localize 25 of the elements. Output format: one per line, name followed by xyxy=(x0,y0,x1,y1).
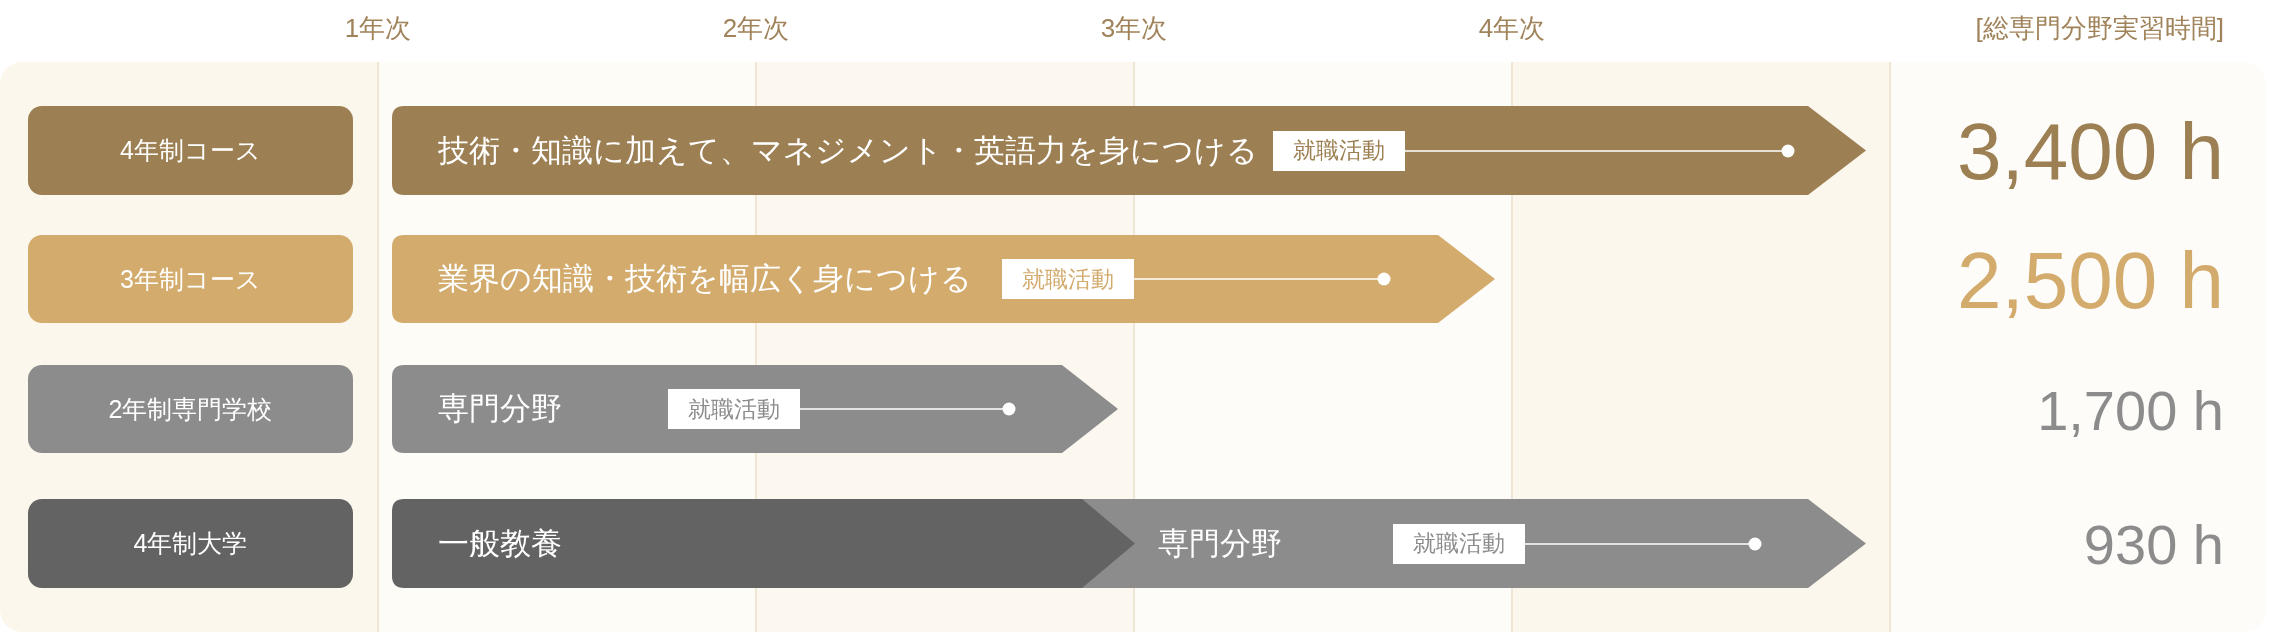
arrow-text: 一般教養 xyxy=(438,526,562,561)
hours-value: 3,400 h xyxy=(1957,112,2224,192)
timeline-arrow xyxy=(392,365,1118,453)
course-card: 3年制コース xyxy=(28,235,353,323)
job-hunting-tag: 就職活動 xyxy=(1273,130,1405,171)
hours-value: 1,700 h xyxy=(2037,383,2224,439)
hours-value: 930 h xyxy=(2083,517,2224,573)
arrow-text: 業界の知識・技術を幅広く身につける xyxy=(438,261,972,297)
course-card: 2年制専門学校 xyxy=(28,365,353,453)
timeline-arrow xyxy=(392,499,1135,588)
year-label: 3年次 xyxy=(1100,15,1168,41)
year-label: 1年次 xyxy=(344,15,412,41)
year-label: 4年次 xyxy=(1478,15,1546,41)
course-card: 4年制大学 xyxy=(28,499,353,588)
job-hunting-tag: 就職活動 xyxy=(1002,259,1134,299)
column-header: [総専門分野実習時間] xyxy=(1975,15,2224,41)
hours-value: 2,500 h xyxy=(1957,241,2224,321)
job-hunting-tag: 就職活動 xyxy=(1393,523,1525,564)
arrow-text: 専門分野 xyxy=(1158,526,1282,561)
course-card: 4年制コース xyxy=(28,106,353,195)
timeline-arrow xyxy=(1082,499,1866,588)
year-label: 2年次 xyxy=(722,15,790,41)
arrow-text: 専門分野 xyxy=(438,391,562,427)
arrow-text: 技術・知識に加えて、マネジメント・英語力を身につける xyxy=(438,133,1258,168)
job-hunting-tag: 就職活動 xyxy=(668,389,800,429)
